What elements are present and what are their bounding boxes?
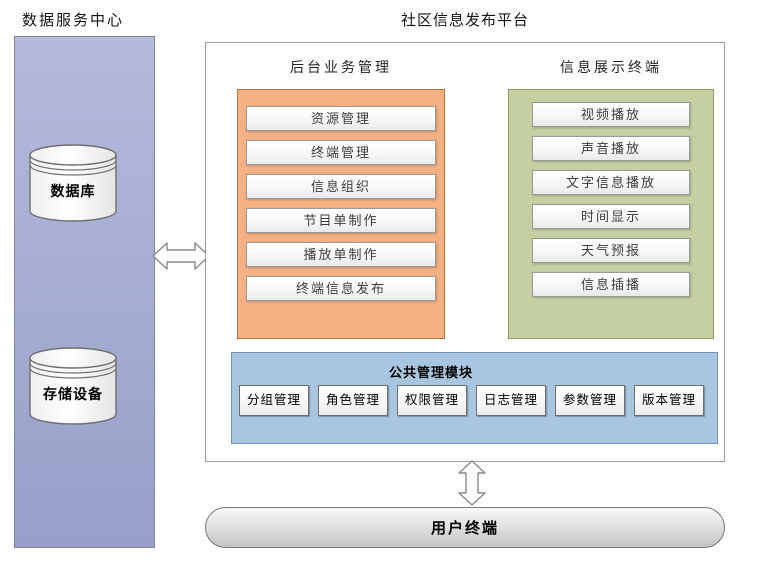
common-item: 版本管理 [634, 385, 704, 416]
display-section-title: 信息展示终端 [560, 61, 662, 76]
common-management-box: 公共管理模块 分组管理 角色管理 权限管理 日志管理 参数管理 版本管理 [231, 352, 718, 444]
data-service-center-panel: 数据库 存储设备 [14, 36, 155, 548]
common-item: 日志管理 [476, 385, 546, 416]
common-item: 权限管理 [397, 385, 467, 416]
backend-item: 节目单制作 [246, 208, 436, 233]
user-terminal: 用户终端 [205, 507, 725, 548]
display-item: 时间显示 [532, 204, 690, 229]
common-item: 角色管理 [318, 385, 388, 416]
common-management-title: 公共管理模块 [389, 365, 474, 380]
backend-item: 信息组织 [246, 174, 436, 199]
up-down-arrow-icon [457, 460, 487, 506]
display-terminal-box: 视频播放 声音播放 文字信息播放 时间显示 天气预报 信息插播 [508, 89, 714, 339]
common-item: 分组管理 [239, 385, 309, 416]
common-items-row: 分组管理 角色管理 权限管理 日志管理 参数管理 版本管理 [239, 385, 704, 416]
database-label: 数据库 [50, 185, 96, 200]
storage-device-label: 存储设备 [43, 388, 103, 403]
backend-item: 终端管理 [246, 140, 436, 165]
database-cylinder-icon: 数据库 [28, 143, 118, 223]
platform-panel: 后台业务管理 信息展示终端 资源管理 终端管理 信息组织 节目单制作 播放单制作… [205, 42, 725, 462]
backend-item: 资源管理 [246, 106, 436, 131]
display-item: 文字信息播放 [532, 170, 690, 195]
display-item: 声音播放 [532, 136, 690, 161]
data-service-center-label: 数据服务中心 [22, 13, 125, 29]
common-item: 参数管理 [555, 385, 625, 416]
backend-section-title: 后台业务管理 [290, 61, 392, 76]
display-item: 视频播放 [532, 102, 690, 127]
left-right-arrow-icon [152, 238, 210, 274]
backend-management-box: 资源管理 终端管理 信息组织 节目单制作 播放单制作 终端信息发布 [237, 89, 445, 339]
storage-cylinder-icon: 存储设备 [28, 346, 118, 426]
backend-item: 终端信息发布 [246, 276, 436, 301]
backend-item: 播放单制作 [246, 242, 436, 267]
user-terminal-label: 用户终端 [430, 521, 499, 537]
platform-title: 社区信息发布平台 [400, 13, 529, 29]
display-item: 天气预报 [532, 238, 690, 263]
display-item: 信息插播 [532, 272, 690, 297]
